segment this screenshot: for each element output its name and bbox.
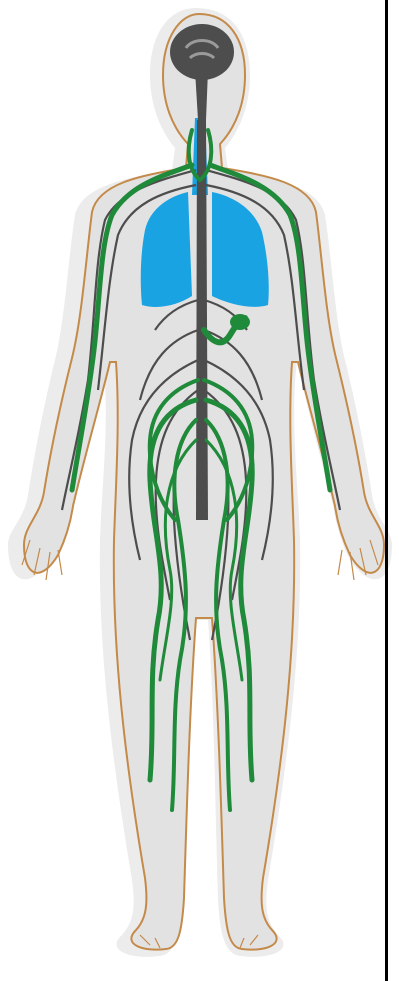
frame-border-line [385, 0, 388, 981]
stomach-nerve-plexus [230, 314, 250, 330]
